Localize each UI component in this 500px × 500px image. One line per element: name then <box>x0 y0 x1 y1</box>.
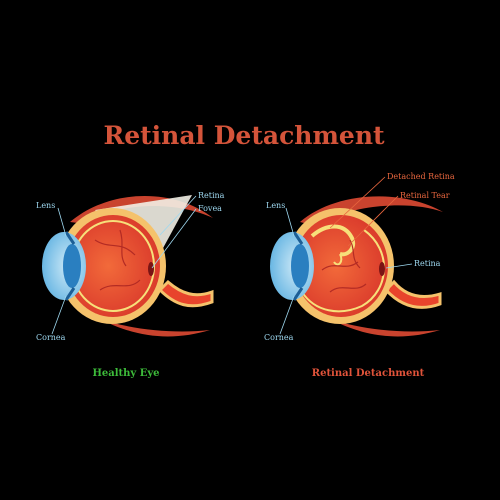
detached-iris <box>292 231 304 301</box>
detached-cornea-label: Cornea <box>264 333 294 342</box>
healthy-lens <box>63 244 81 288</box>
detached-optic-nerve <box>383 279 442 309</box>
healthy-vessels <box>94 229 141 291</box>
healthy-lens-leader <box>57 207 67 237</box>
healthy-retina-leader <box>159 195 197 236</box>
healthy-cornea-label: Cornea <box>36 333 66 342</box>
detached-upper-muscle <box>300 196 443 226</box>
retinal-tear-leader <box>347 195 399 247</box>
healthy-eye: Lens Retina Fovea Cornea Healthy Eye <box>36 191 225 379</box>
detached-lens-label: Lens <box>266 201 285 210</box>
healthy-cornea-leader <box>51 295 67 335</box>
healthy-lens-label: Lens <box>36 201 55 210</box>
healthy-lower-muscle <box>88 312 210 337</box>
detached-healthy-retina-label: Retina <box>414 259 441 268</box>
detached-eye-caption: Retinal Detachment <box>312 368 425 379</box>
retinal-tear-label: Retinal Tear <box>400 191 450 200</box>
healthy-fovea <box>148 262 154 276</box>
detached-cornea-leader <box>279 295 295 335</box>
detached-lower-muscle <box>318 312 440 337</box>
detached-eye: Lens Detached Retina Retinal Tear Retina… <box>264 172 455 379</box>
detached-flap <box>310 224 355 257</box>
detached-retina-label-leader <box>329 176 386 229</box>
healthy-optic-nerve <box>157 279 214 308</box>
detached-tear <box>333 253 343 266</box>
detached-retina <box>301 229 385 313</box>
detached-retina-label: Detached Retina <box>387 172 455 181</box>
healthy-fovea-label: Fovea <box>198 204 222 213</box>
healthy-eyeball <box>66 215 160 317</box>
healthy-eye-caption: Healthy Eye <box>92 368 159 379</box>
diagram-title: Retinal Detachment <box>103 121 385 150</box>
healthy-retina-label: Retina <box>198 191 225 200</box>
healthy-iris <box>64 231 76 301</box>
detached-lens <box>291 244 309 288</box>
detached-healthy-retina-leader <box>385 263 413 269</box>
detached-fovea <box>379 262 385 276</box>
detached-lens-leader <box>285 207 295 237</box>
healthy-fovea-leader <box>151 208 197 269</box>
